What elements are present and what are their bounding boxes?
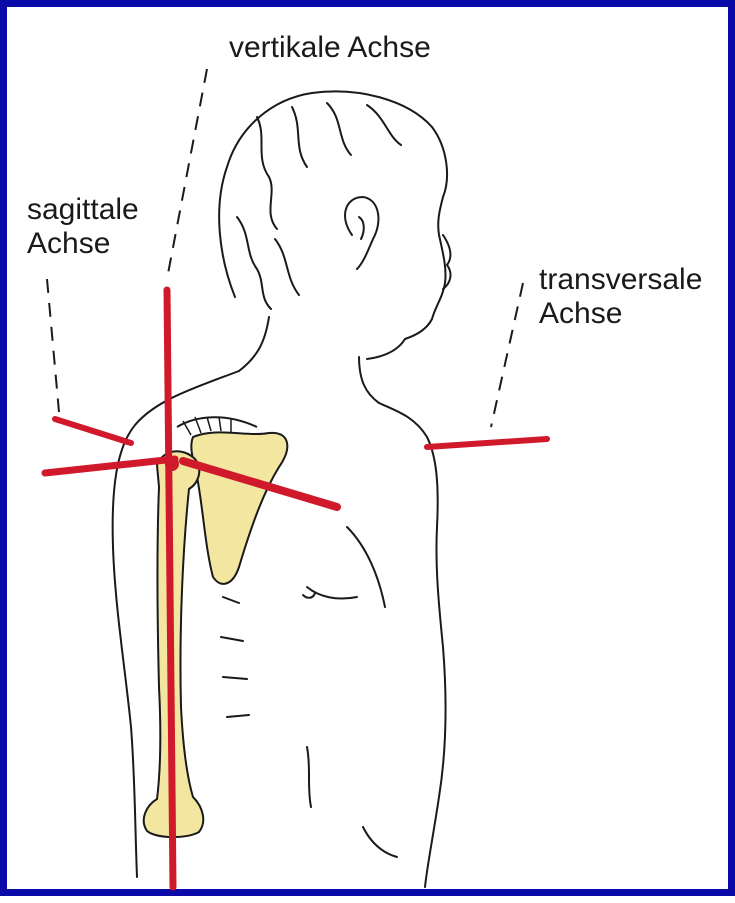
sagittal-axis-label-line1: sagittale: [27, 193, 139, 227]
vertical-axis-leader: [167, 69, 207, 279]
vertical-axis-label: vertikale Achse: [229, 31, 431, 65]
transversal-axis-leader: [491, 283, 523, 427]
transversal-axis-rod-right: [427, 439, 547, 447]
shoulder-axes-illustration: [7, 7, 735, 903]
transversal-axis-label: transversale Achse: [539, 263, 702, 331]
sagittal-axis-label: sagittale Achse: [27, 193, 139, 261]
transversal-axis-label-line1: transversale: [539, 263, 702, 297]
sagittal-axis-leader: [47, 279, 59, 412]
transversal-axis-rod-left: [55, 419, 131, 443]
sagittal-axis-rod-back: [45, 459, 175, 473]
vertical-axis-label-text: vertikale Achse: [229, 31, 431, 65]
sagittal-axis-label-line2: Achse: [27, 227, 139, 261]
transversal-axis-label-line2: Achse: [539, 297, 702, 331]
clavicle-bone: [177, 417, 257, 427]
scapula-bone: [191, 432, 287, 583]
axis-rods: [45, 290, 547, 887]
rotation-center: [165, 457, 179, 471]
